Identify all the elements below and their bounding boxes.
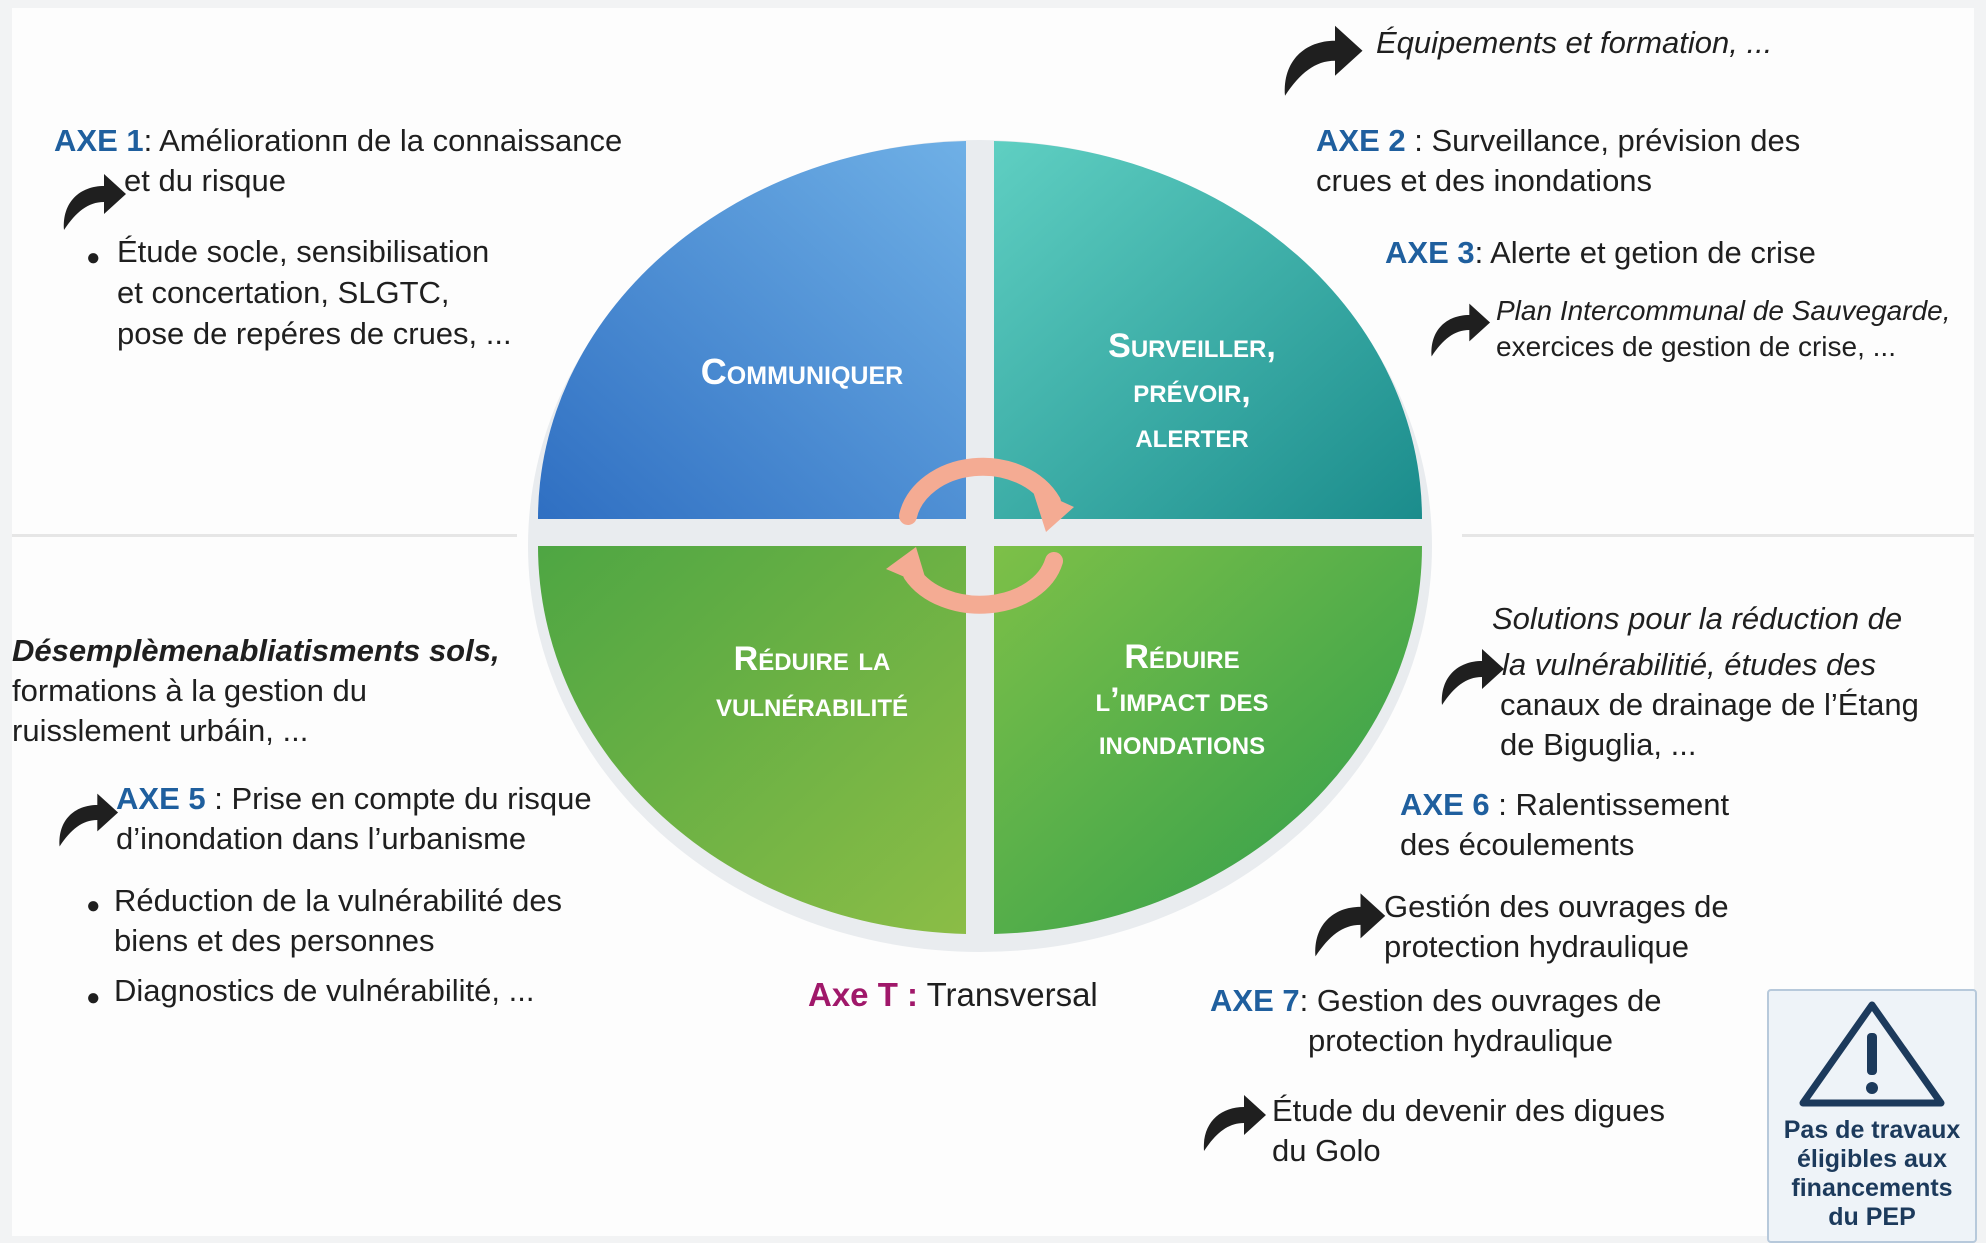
quadrant-reduire-impact-shape: [994, 546, 1423, 934]
axe5-bullet2: Diagnostics de vulnérabilité, ...: [114, 973, 535, 1008]
right-mid-line3: canaux de drainage de l’Étang: [1500, 687, 1919, 722]
quadrant-surveiller-shape: [994, 141, 1422, 519]
axe6-line: AXE 6 : Ralentissement: [1400, 784, 1729, 825]
axe6-detail-line2: protection hydraulique: [1384, 929, 1690, 964]
axe2-line2: crues et des inondations: [1316, 163, 1653, 198]
quadrant-communiquer-shape: [537, 141, 966, 519]
quadrant-label-line: prévoir,: [1133, 372, 1251, 410]
axe7-line: AXE 7: Gestion des ouvrages de: [1210, 980, 1662, 1021]
cycle-arrow-top-head: [1032, 488, 1074, 532]
warning-line: du PEP: [1828, 1203, 1916, 1231]
warning-line: financements: [1791, 1174, 1953, 1202]
quadrant-label-communiquer: Communiquer: [632, 350, 972, 394]
cycle-arrow-bottom: [903, 552, 1063, 614]
quadrant-label-reduire-vulnerabilite: Réduire la vulnérabilité: [652, 636, 972, 728]
quadrant-label-line: vulnérabilité: [716, 686, 908, 724]
axe3-detail-line1: Plan Intercommunal de Sauvegarde,: [1496, 295, 1951, 326]
axe1-text: : Améliorationп de la connaissance: [143, 123, 623, 158]
cycle-arrow-bottom-head: [886, 547, 928, 587]
right-mid-line4: de Biguglia, ...: [1500, 727, 1697, 762]
curved-arrow-icon: [1315, 893, 1386, 957]
axe3-label: AXE 3: [1385, 235, 1475, 270]
axe1-bullet-line1: Étude socle, sensibilisation: [117, 234, 490, 269]
quadrant-label-surveiller: Surveiller, prévoir, alerter: [1022, 324, 1362, 459]
axe7-label: AXE 7: [1210, 983, 1300, 1018]
warning-box: Pas de travaux éligibles aux financement…: [1767, 989, 1977, 1243]
axe7-text: : Gestion des ouvrages de: [1299, 983, 1662, 1018]
bullet: ●: [86, 984, 101, 1011]
curved-arrow-icon: [1284, 25, 1363, 96]
warning-line: éligibles aux: [1796, 1145, 1948, 1173]
axe6-detail-line1: Gestión des ouvrages de: [1384, 889, 1729, 924]
axe7-line2: protection hydraulique: [1308, 1023, 1614, 1058]
axe5-label: AXE 5: [116, 781, 206, 816]
left-mid-line3: ruisslement urbáin, ...: [12, 713, 309, 748]
axet-label: Axe T :: [808, 976, 919, 1013]
axe5-bullet1-line1: Réduction de la vulnérabilité des: [114, 883, 563, 918]
axe3-line: AXE 3: Alerte et getion de crise: [1385, 232, 1816, 273]
quadrant-label-line: Réduire la: [733, 640, 891, 678]
warning-text: Pas de travaux éligibles aux financement…: [1769, 1116, 1975, 1232]
quadrant-label-line: Réduire: [1124, 638, 1240, 676]
axe5-bullet1-line2: biens et des personnes: [114, 923, 435, 958]
bullet: ●: [86, 244, 101, 271]
axe1-line: AXE 1: Améliorationп de la connaissance: [54, 120, 622, 161]
axe6-text: : Ralentissement: [1498, 787, 1730, 822]
axe5-line2: d’inondation dans l’urbanisme: [116, 821, 527, 856]
axe7-detail-line2: du Golo: [1272, 1133, 1381, 1168]
quadrant-diagram: [528, 140, 1432, 952]
axe1-line2: et du risque: [124, 163, 286, 198]
page: Communiquer Surveiller, prévoir, alerter…: [12, 8, 1977, 1243]
axe7-detail-line1: Étude du devenir des digues: [1272, 1093, 1665, 1128]
quadrant-reduire-vulnerabilite-shape: [538, 546, 966, 934]
axe5-line: AXE 5 : Prise en compte du risque: [116, 778, 592, 819]
bullet: ●: [86, 892, 101, 919]
axe1-bullet-line3: pose de repéres de crues, ...: [117, 316, 512, 351]
warning-triangle-icon: [1799, 1001, 1945, 1107]
quadrant-label-line: alerter: [1135, 417, 1249, 455]
axe2-line: AXE 2 : Surveillance, prévision des: [1316, 120, 1800, 161]
quadrant-label-line: inondations: [1098, 724, 1266, 762]
axe3-text: : Alerte et getion de crise: [1474, 235, 1816, 270]
warning-line: Pas de travaux: [1783, 1116, 1961, 1144]
axet-line: Axe T : Transversal: [808, 974, 1098, 1015]
axe5-text: : Prise en compte du risque: [214, 781, 592, 816]
axe2-text: : Surveillance, prévision des: [1414, 123, 1801, 158]
quadrant-label-line: Surveiller,: [1108, 327, 1276, 365]
axe6-line2: des écoulements: [1400, 827, 1635, 862]
cycle-arrow-top: [899, 457, 1061, 525]
right-mid-line1: Solutions pour la réduction de: [1492, 601, 1903, 636]
quadrant-label-line: l’impact des: [1095, 681, 1269, 719]
axe3-detail-line2: exercices de gestion de crise, ...: [1496, 331, 1896, 362]
left-mid-line1: Désemplèmenabliatisments sols,: [12, 633, 500, 668]
axe2-label: AXE 2: [1316, 123, 1406, 158]
right-mid-line2: la vulnérabilitié, études des: [1502, 647, 1876, 682]
curved-arrow-icon: [1441, 649, 1504, 705]
axe1-label: AXE 1: [54, 123, 144, 158]
quadrant-label-reduire-impact: Réduire l’impact des inondations: [1022, 636, 1342, 765]
equipements-text: Équipements et formation, ...: [1376, 25, 1773, 60]
divider-left: [12, 534, 517, 537]
left-mid-line2: formations à la gestion du: [12, 673, 367, 708]
curved-arrow-icon: [1203, 1095, 1266, 1151]
curved-arrow-icon: [1431, 303, 1491, 357]
curved-arrow-icon: [63, 174, 126, 230]
axet-text: Transversal: [926, 976, 1098, 1013]
divider-right: [1462, 534, 1974, 537]
axe1-bullet-line2: et concertation, SLGTC,: [117, 275, 450, 310]
axe6-label: AXE 6: [1400, 787, 1490, 822]
curved-arrow-icon: [59, 793, 119, 847]
quadrant-label-line: Communiquer: [700, 351, 904, 392]
